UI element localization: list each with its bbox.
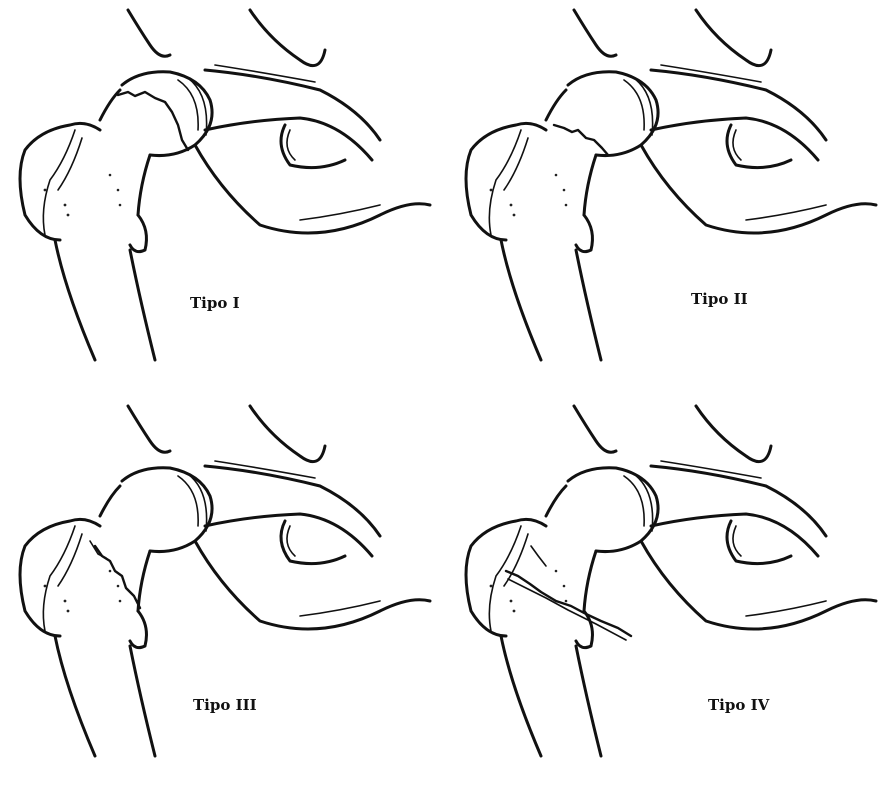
panel-tipo-2: Tipo II: [446, 0, 892, 396]
label-tipo-1: Tipo I: [190, 294, 240, 312]
hip-fracture-drawing-type-2: [446, 0, 892, 396]
label-tipo-3: Tipo III: [193, 696, 257, 714]
panel-tipo-4: Tipo IV: [446, 396, 892, 792]
label-tipo-2: Tipo II: [691, 290, 748, 308]
hip-fracture-drawing-type-1: [0, 0, 446, 396]
label-tipo-4: Tipo IV: [708, 696, 769, 714]
panel-tipo-3: Tipo III: [0, 396, 446, 792]
panel-tipo-1: Tipo I: [0, 0, 446, 396]
hip-fracture-drawing-type-3: [0, 396, 446, 792]
hip-fracture-drawing-type-4: [446, 396, 892, 792]
